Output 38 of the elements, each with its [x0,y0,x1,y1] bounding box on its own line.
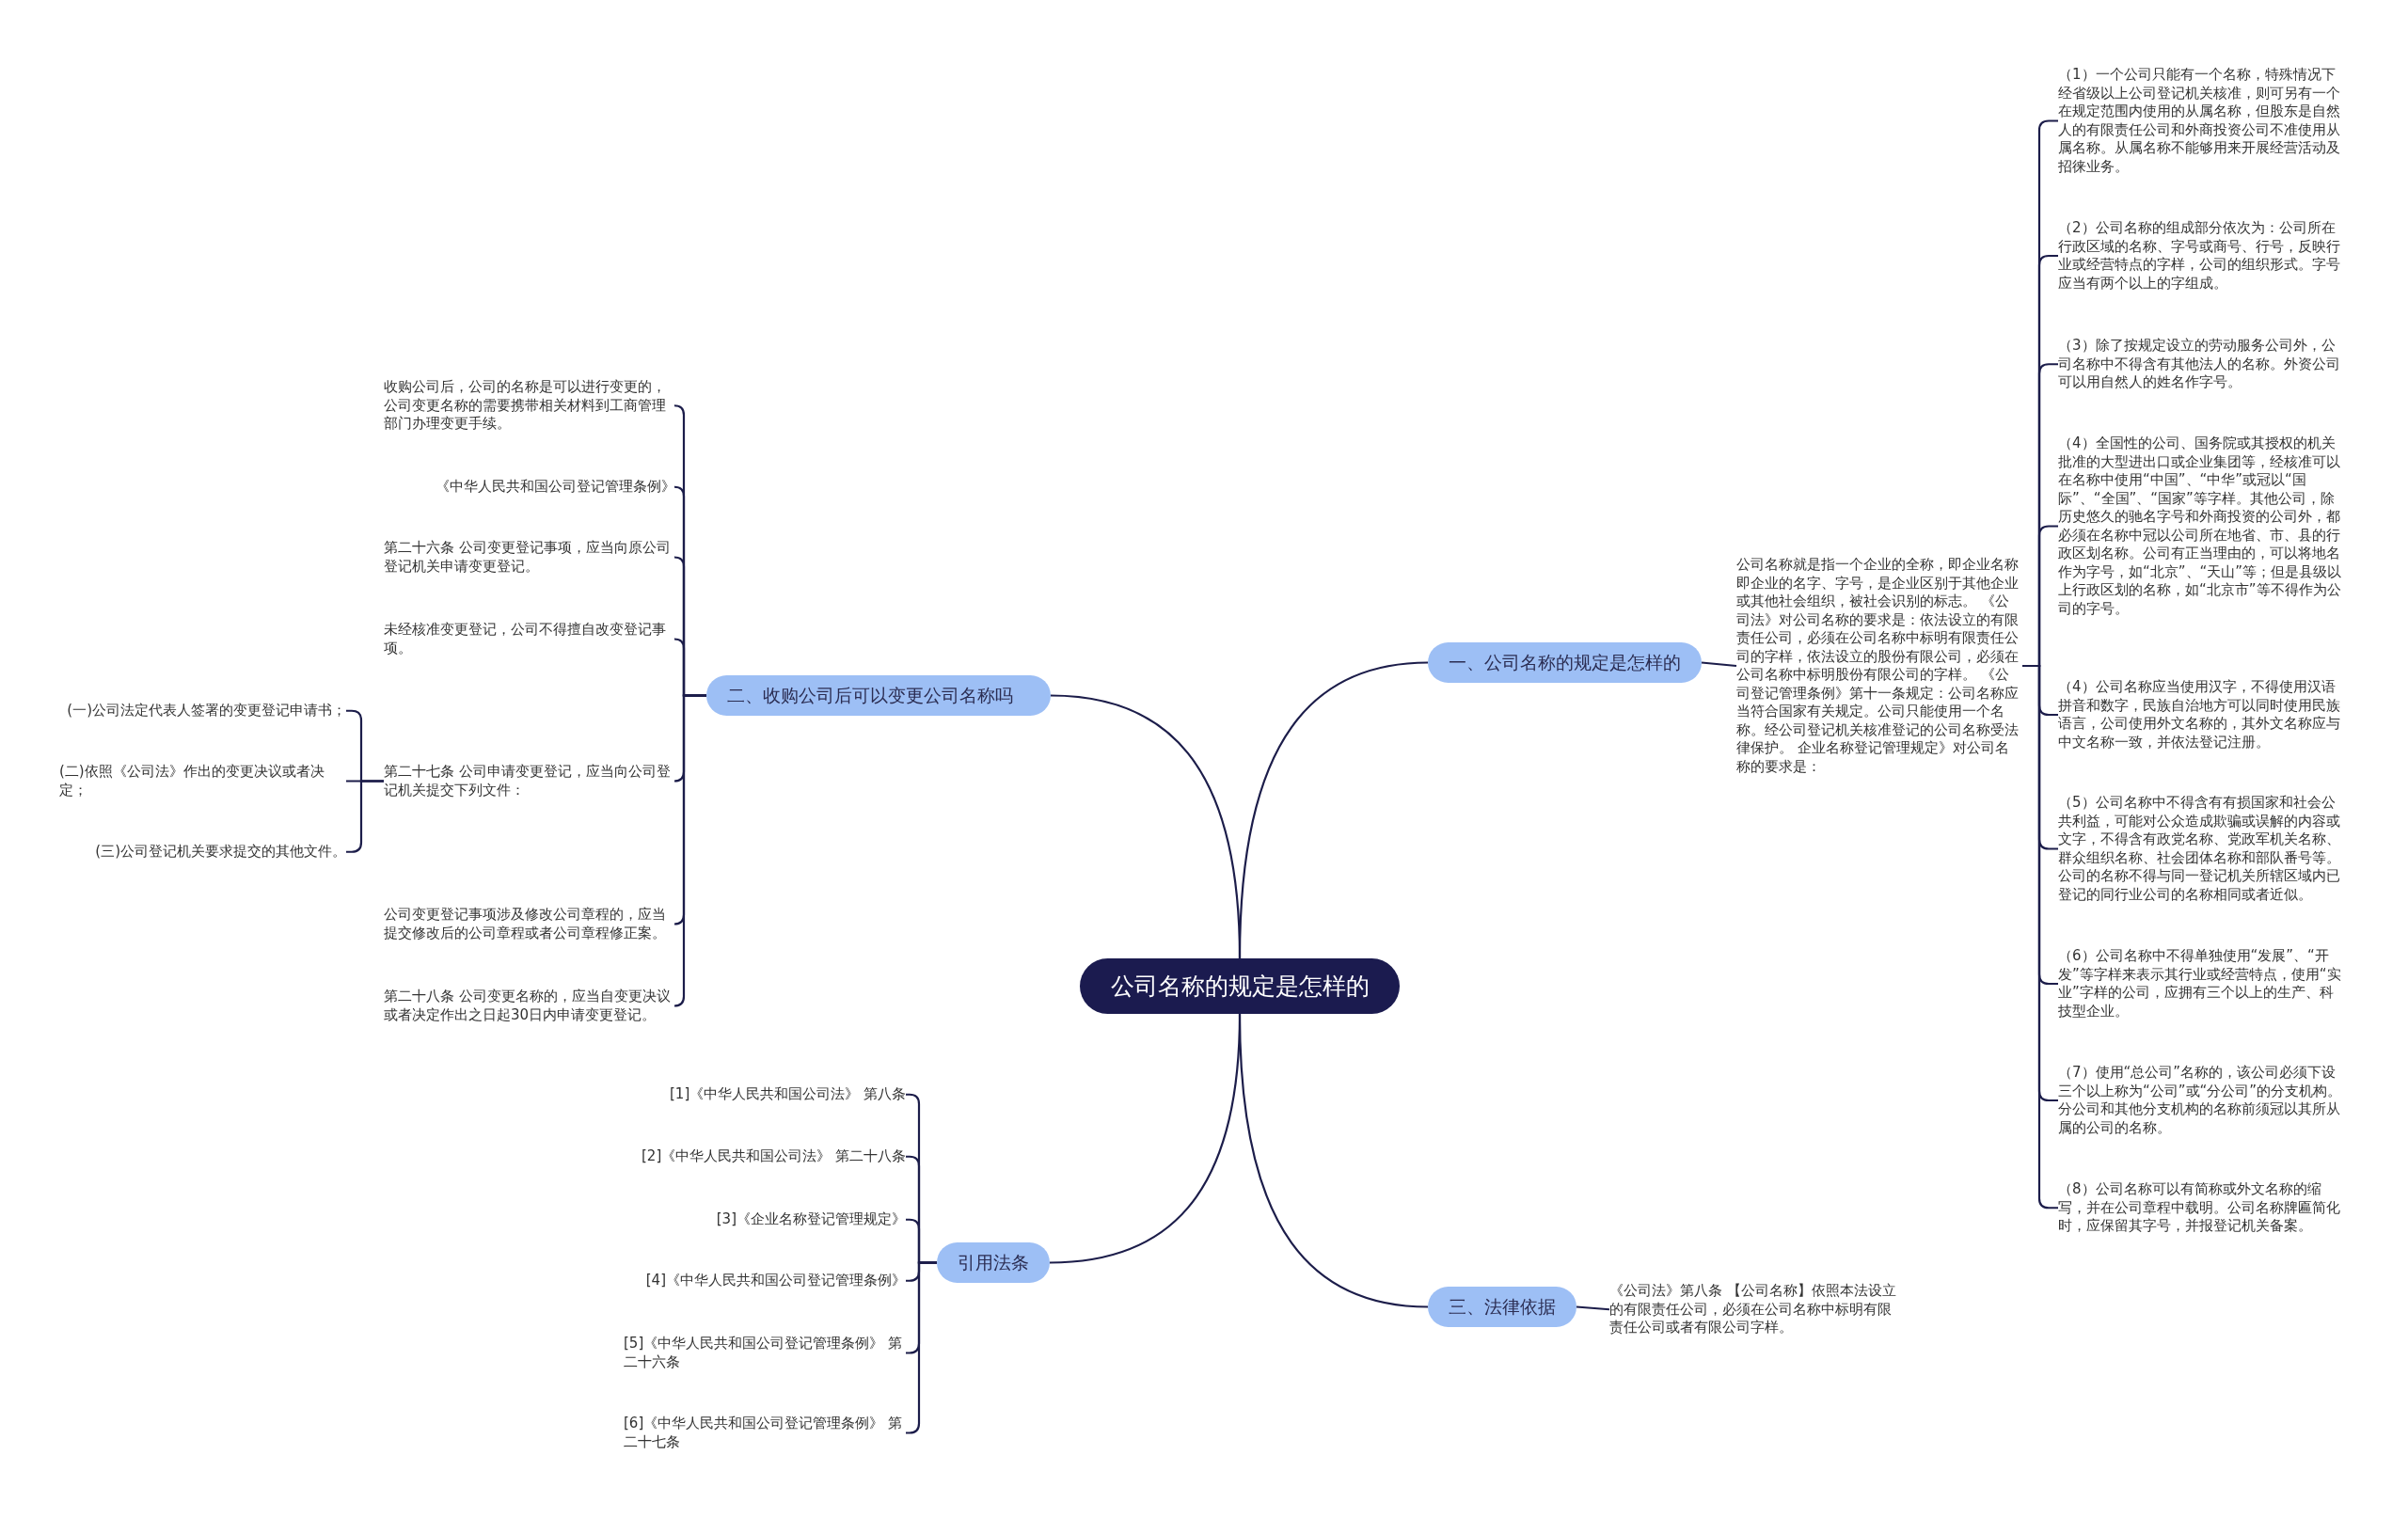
connector-line [906,1261,937,1434]
note-text: 公司名称就是指一个企业的全称，即企业名称即企业的名字、字号，是企业区别于其他企业或其他社会组织，被社会识别的标志。 《公司法》对公司名称的要求是：依法设立的有限责任公司，必须在公司名称中标明有限责任公司的字样，依法设立的股份有限公司，必须在公司名称中标明股份有限公司的字样。 《公司登记管理条例》第十一条规定：公司名称应当符合国家有关规定。公司只能使用一个名称。经公司登记机关核准登记的公司名称受法律保护。 企业名称登记管理规定》对公司名称的要求是： [1736,556,2022,776]
note-text: 第二十七条 公司申请变更登记，应当向公司登记机关提交下列文件： [384,763,675,799]
note-text: （6）公司名称中不得单独使用“发展”、“开发”等字样来表示其行业或经营特点，使用“实业”字样的公司，应拥有三个以上的生产、科技型企业。 [2058,947,2344,1020]
connector-line [673,694,706,1007]
connector-line [1050,694,1242,959]
note-text: （8）公司名称可以有简称或外文名称的缩写，并在公司章程中载明。公司名称牌匾简化时，应保留其字号，并报登记机关备案。 [2058,1180,2344,1236]
note-text: [5]《中华人民共和国公司登记管理条例》 第二十六条 [624,1335,906,1371]
note-text: 未经核准变更登记，公司不得擅自改变登记事项。 [384,621,675,657]
note-text: [3]《企业名称登记管理规定》 [716,1210,906,1229]
note-text: （7）使用“总公司”名称的，该公司必须下设三个以上称为“公司”或“分公司”的分支机构。分公司和其他分支机构的名称前须冠以其所从属的公司的名称。 [2058,1064,2344,1137]
central-topic: 公司名称的规定是怎样的 [1080,958,1400,1014]
note-text: 第二十八条 公司变更名称的，应当自变更决议或者决定作出之日起30日内申请变更登记。 [384,988,675,1024]
note-text: [2]《中华人民共和国公司法》 第二十八条 [642,1147,906,1166]
note-text: （1）一个公司只能有一个名称，特殊情况下经省级以上公司登记机关核准，则可另有一个在规定范围内使用的从属名称，但股东是自然人的有限责任公司和外商投资公司不准使用从属名称。从属名称不能够用来开展经营活动及招徕业务。 [2058,66,2344,176]
note-text: [6]《中华人民共和国公司登记管理条例》 第二十七条 [624,1415,906,1451]
note-text: 《中华人民共和国公司登记管理条例》 [436,478,675,497]
note-text: 公司变更登记事项涉及修改公司章程的，应当提交修改后的公司章程或者公司章程修正案。 [384,906,675,942]
connector-line [1701,661,1737,668]
note-text: 《公司法》第八条 【公司名称】依照本法设立的有限责任公司，必须在公司名称中标明有限责任公司或者有限公司字样。 [1609,1282,1897,1337]
branch-topic: 一、公司名称的规定是怎样的 [1428,642,1702,683]
note-text: 收购公司后，公司的名称是可以进行变更的，公司变更名称的需要携带相关材料到工商管理部门办理变更手续。 [384,378,675,434]
note-text: [4]《中华人民共和国公司登记管理条例》 [645,1272,906,1290]
note-text: (一)公司法定代表人签署的变更登记申请书； [67,702,346,720]
note-text: （5）公司名称中不得含有有损国家和社会公共利益，可能对公众造成欺骗或误解的内容或文字，不得含有政党名称、党政军机关名称、群众组织名称、社会团体名称和部队番号等。公司的名称不得与同一登记机关所辖区域内已登记的同行业公司的名称相同或者近似。 [2058,794,2344,904]
connector-line [1238,1013,1429,1308]
note-text: [1]《中华人民共和国公司法》 第八条 [670,1085,906,1104]
branch-topic: 二、收购公司后可以变更公司名称吗 [706,675,1051,716]
note-text: （2）公司名称的组成部分依次为：公司所在行政区域的名称、字号或商号、行号，反映行业或经营特点的字样，公司的组织形式。字号应当有两个以上的字组成。 [2058,219,2344,293]
branch-topic: 三、法律依据 [1428,1287,1576,1327]
branch-topic: 引用法条 [937,1242,1050,1283]
note-text: （3）除了按规定设立的劳动服务公司外，公司名称中不得含有其他法人的名称。外资公司可以用自然人的姓名作字号。 [2058,337,2344,392]
note-text: （4）公司名称应当使用汉字，不得使用汉语拼音和数字，民族自治地方可以同时使用民族语言，公司使用外文名称的，其外文名称应与中文名称一致，并依法登记注册。 [2058,678,2344,751]
connector-line [1576,1305,1610,1311]
note-text: （4）全国性的公司、国务院或其授权的机关批准的大型进出口或企业集团等，经核准可以在名称中使用“中国”、“中华”或冠以“国际”、“全国”、“国家”等字样。其他公司，除历史悠久的驰名字号和外商投资的公司外，都必须在名称中冠以公司所在地省、市、县的行政区划名称。公司有正当理由的，可以将地名作为字号，如“北京”、“天山”等；但是县级以上行政区划的名称，如“北京市”等不得作为公司的字号。 [2058,435,2344,618]
note-text: (三)公司登记机关要求提交的其他文件。 [95,843,346,862]
note-text: (二)依照《公司法》作出的变更决议或者决定； [59,763,346,799]
note-text: 第二十六条 公司变更登记事项，应当向原公司登记机关申请变更登记。 [384,539,675,576]
